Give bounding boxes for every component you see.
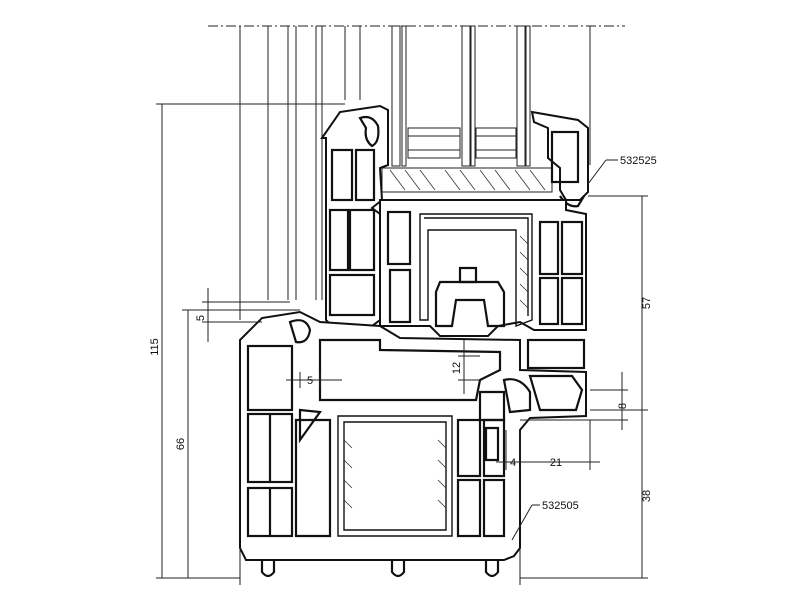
part-label-532525: 532525 [620,155,657,167]
sash-steel-reinforcement [419,213,533,328]
frame-profile [239,310,587,585]
dim-66: 66 [175,438,187,450]
dimension-lines [156,103,648,579]
dim-8: 8 [617,403,629,409]
dim-5-top: 5 [195,315,207,321]
sash-profile [320,104,589,337]
dim-4: 4 [510,457,516,469]
glazing-block [381,167,553,193]
frame-steel-reinforcement [337,415,453,537]
dim-21: 21 [550,457,562,469]
dim-115: 115 [149,338,161,356]
glazing-unit [391,25,531,167]
part-label-532505: 532505 [542,500,579,512]
center-gasket [478,378,532,462]
dim-38: 38 [641,490,653,502]
dim-12: 12 [451,362,463,374]
reveal-lines [239,26,591,320]
dim-57: 57 [641,297,653,309]
dim-5-mid: 5 [307,375,313,387]
